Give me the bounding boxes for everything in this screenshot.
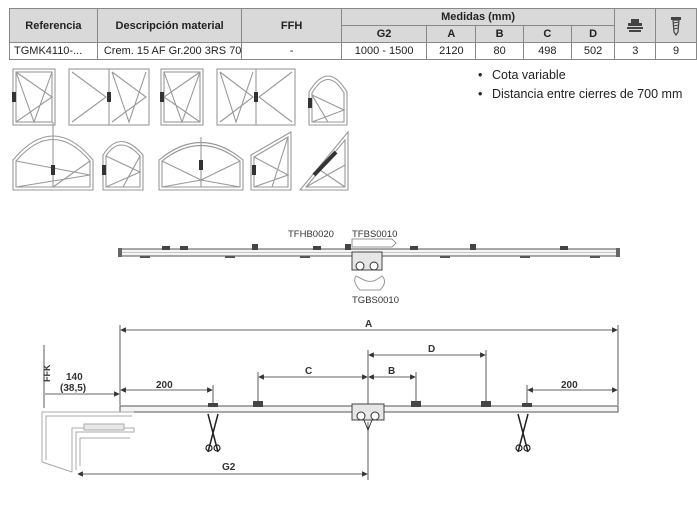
window-type-icon	[298, 130, 349, 191]
window-types-row-1	[12, 68, 348, 126]
header-a: A	[426, 25, 477, 43]
cell-descripcion: Crem. 15 AF Gr.200 3RS 70	[96, 42, 243, 60]
cell-referencia: TGMK4110-...	[9, 42, 98, 60]
header-referencia: Referencia	[9, 8, 98, 43]
cell-b: 80	[475, 42, 524, 60]
profile-section	[41, 411, 135, 473]
window-type-icon	[216, 68, 296, 126]
label-tfhb0020: TFHB0020	[288, 229, 334, 240]
cell-hinge: 3	[614, 42, 657, 60]
dim-label-left-end: 200	[156, 380, 173, 391]
header-screw	[655, 8, 697, 43]
dimension-b	[368, 372, 417, 405]
dim-label-a: A	[365, 319, 372, 330]
window-type-icon	[12, 68, 56, 126]
header-b: B	[475, 25, 524, 43]
cell-screw: 9	[655, 42, 697, 60]
cell-ffh: -	[241, 42, 342, 60]
label-tgbs0010: TGBS0010	[352, 295, 399, 306]
dimension-left-end	[120, 385, 214, 405]
dim-label-g2: G2	[222, 462, 236, 473]
window-type-icon	[160, 68, 204, 126]
window-type-icon	[308, 75, 348, 126]
dim-label-b: B	[388, 366, 395, 377]
bottom-espagnolette-drawing	[119, 401, 619, 453]
notes-list: Cota variable Distancia entre cierres de…	[478, 66, 682, 104]
window-type-icon	[250, 131, 292, 191]
header-hinge	[614, 8, 657, 43]
dim-label-c: C	[305, 366, 312, 377]
dimension-a	[119, 325, 619, 405]
dim-label-ffk-value-alt: (38,5)	[60, 383, 86, 394]
cell-a: 2120	[426, 42, 477, 60]
label-tfbs0010: TFBS0010	[352, 229, 397, 240]
dim-label-ffk-value: 140	[66, 372, 83, 383]
window-type-icon	[68, 68, 150, 126]
top-espagnolette-drawing: TFHB0020 TFBS0010 TGBS0010	[118, 229, 620, 306]
dim-label-d: D	[428, 344, 435, 355]
cell-c: 498	[522, 42, 572, 60]
note-item: Distancia entre cierres de 700 mm	[478, 85, 682, 104]
dimension-right-end	[526, 385, 618, 405]
window-type-icon	[102, 140, 144, 191]
spec-table: Referencia Descripción material FFH Medi…	[9, 8, 697, 60]
hinge-icon	[627, 18, 644, 32]
table-row: TGMK4110-... Crem. 15 AF Gr.200 3RS 70 -…	[9, 42, 697, 60]
dimension-d	[367, 350, 487, 405]
window-type-icon	[158, 137, 244, 191]
header-d: D	[570, 25, 616, 43]
dimension-c	[257, 372, 368, 405]
window-type-icon	[12, 122, 94, 191]
note-item: Cota variable	[478, 66, 682, 85]
cell-g2: 1000 - 1500	[340, 42, 428, 60]
dim-label-right-end: 200	[561, 380, 578, 391]
window-types-row-2	[12, 122, 349, 191]
dimension-g2	[77, 422, 369, 480]
dim-label-ffk: FFK	[42, 364, 52, 382]
screw-icon	[671, 16, 682, 36]
